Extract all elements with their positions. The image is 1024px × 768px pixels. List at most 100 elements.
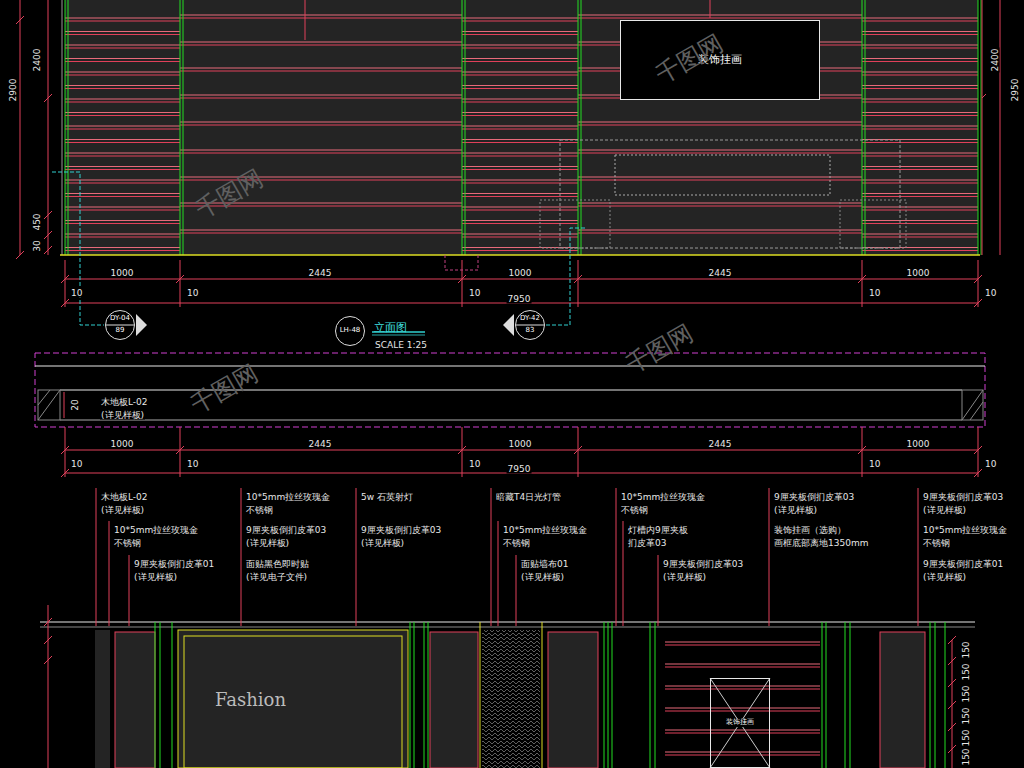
dimension-line — [20, 0, 21, 255]
panel-edge — [462, 0, 463, 255]
label-slot: 面贴墙布01 — [520, 552, 569, 571]
label-slot: 2950 — [1003, 78, 1022, 103]
label-slot: 2445 — [308, 432, 333, 451]
label-slot: 2445 — [308, 261, 333, 280]
metal-strip — [462, 153, 578, 154]
dimension-tick — [61, 275, 69, 283]
dimension-tick — [974, 275, 982, 283]
dimension-tick — [16, 251, 24, 259]
material-note: (详见样板) — [662, 572, 707, 582]
metal-strip — [65, 126, 180, 127]
metal-strip — [862, 139, 978, 140]
metal-strip — [462, 21, 578, 22]
material-note: 面贴黑色即时贴 — [245, 559, 310, 569]
watermark: 千图网 — [186, 359, 264, 420]
leader-line — [241, 488, 242, 626]
dimension-tick — [176, 446, 184, 454]
label-slot: 10 — [70, 281, 83, 300]
metal-strip — [862, 183, 978, 184]
painting-cross — [710, 678, 770, 768]
metal-strip — [462, 169, 578, 170]
panel-edge — [414, 622, 415, 768]
panel-edge — [155, 622, 156, 768]
label-slot: (详见样板) — [922, 498, 967, 517]
plan-line — [35, 366, 985, 367]
panel-edge — [655, 622, 656, 768]
dimension-tick — [458, 446, 466, 454]
material-note: (详见样板) — [922, 505, 967, 515]
material-note: 10*5mm拉丝玫瑰金 — [620, 492, 706, 502]
dimension-text: 150 — [961, 684, 971, 703]
metal-strip — [65, 180, 180, 181]
dimension-tick — [974, 446, 982, 454]
label-slot: 灯槽内9厘夹板 — [627, 518, 689, 537]
leather-panel — [178, 630, 408, 768]
label-slot: (详见样板) — [922, 565, 967, 584]
metal-strip — [578, 122, 862, 123]
label-slot: 装饰挂画（选购） — [773, 518, 847, 537]
metal-strip — [665, 755, 820, 756]
metal-strip — [65, 129, 180, 130]
extension-line — [578, 427, 579, 477]
logo-text: Fashion — [214, 689, 287, 710]
panel-edge — [172, 622, 173, 768]
material-note: (详见电子文件) — [245, 572, 308, 582]
label-slot: (详见样板) — [662, 565, 707, 584]
metal-strip — [462, 193, 578, 194]
label-slot: 10 — [70, 452, 83, 471]
metal-strip — [65, 31, 180, 32]
metal-strip — [665, 686, 820, 687]
dimension-text: 150 — [961, 728, 971, 747]
label-slot: 千图网 — [191, 165, 269, 226]
metal-strip — [862, 21, 978, 22]
leader-line — [498, 521, 499, 626]
material-note: 不锈钢 — [245, 505, 274, 515]
material-note: 暗藏T4日光灯管 — [495, 492, 562, 502]
wall-pattern — [95, 630, 110, 768]
dimension-text: 2400 — [990, 48, 1000, 73]
dimension-text: 10 — [186, 459, 199, 469]
dimension-tick — [44, 656, 52, 664]
metal-strip — [462, 88, 578, 89]
dimension-text: 7950 — [507, 294, 532, 304]
leader-line — [918, 488, 919, 626]
metal-strip — [862, 48, 978, 49]
leader-line — [129, 555, 130, 626]
label-slot: 不锈钢 — [113, 531, 142, 550]
panel-edge — [578, 0, 579, 255]
dimension-text: 30 — [32, 239, 42, 252]
dimension-tick — [44, 636, 52, 644]
wall-edge — [62, 0, 63, 255]
painting-frame: 装饰挂画 — [710, 678, 770, 768]
dimension-tick — [858, 275, 866, 283]
metal-strip — [665, 752, 820, 753]
dimension-text: 1000 — [110, 439, 135, 449]
label-slot: 450 — [25, 212, 44, 231]
metal-strip — [862, 234, 978, 235]
label-slot: 10 — [984, 281, 997, 300]
label-slot: 10*5mm拉丝玫瑰金 — [620, 485, 706, 504]
material-note: 9厘夹板倒扪皮革03 — [360, 525, 442, 535]
label-slot: (详见样板) — [100, 498, 145, 517]
dimension-tick — [61, 469, 69, 477]
dimension-line — [65, 279, 978, 280]
panel-edge — [826, 622, 827, 768]
metal-strip — [65, 85, 180, 86]
dimension-tick — [44, 211, 52, 219]
panel-edge — [862, 0, 863, 255]
label-slot: 不锈钢 — [922, 531, 951, 550]
drawing-title: 立面图 — [374, 321, 407, 334]
drawing-number-circle: LH-48 — [335, 316, 366, 347]
dimension-text: 2445 — [308, 439, 333, 449]
sofa-outline — [615, 155, 830, 195]
label-slot: 10 — [868, 281, 881, 300]
metal-strip — [665, 733, 820, 734]
metal-strip — [862, 58, 978, 59]
metal-strip — [665, 642, 820, 643]
hatch — [970, 402, 983, 420]
metal-strip — [862, 18, 978, 19]
panel-edge — [850, 622, 851, 768]
material-note: 灯槽内9厘夹板 — [627, 525, 689, 535]
dimension-text: 1000 — [110, 268, 135, 278]
